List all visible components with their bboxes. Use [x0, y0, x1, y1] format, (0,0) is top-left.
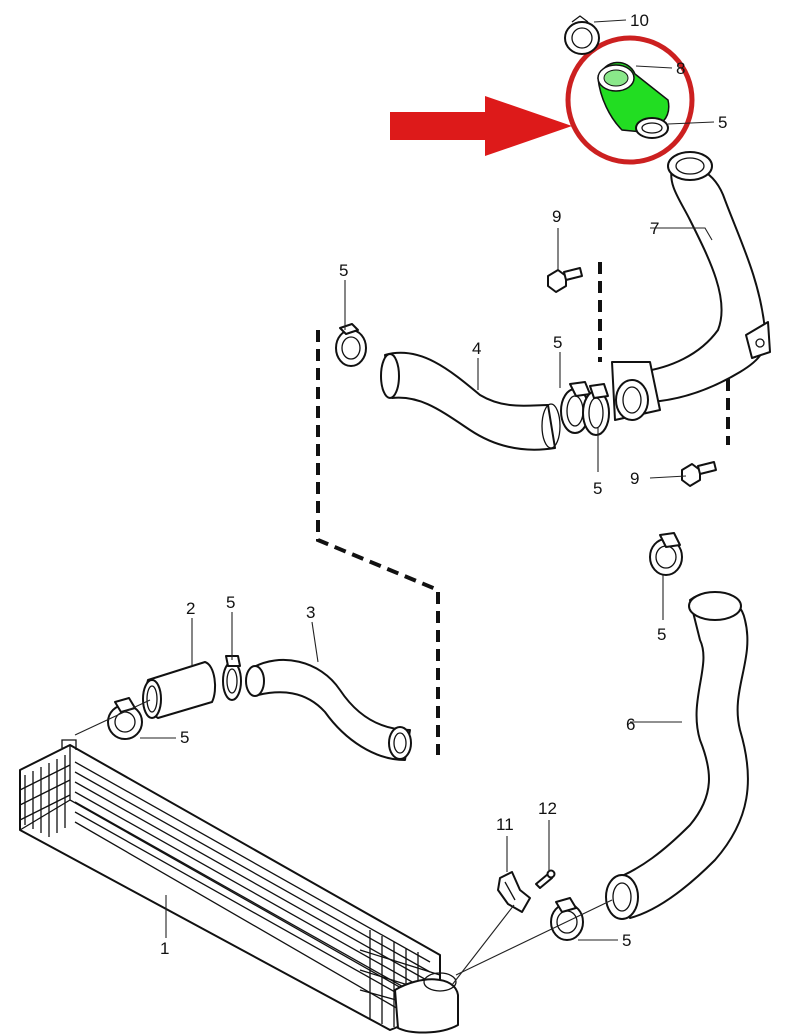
pointer-arrow-icon	[390, 96, 572, 156]
clamp-between-2-3	[222, 655, 242, 701]
label-part-5-between-2-3: 5	[226, 593, 235, 612]
screw-part-12	[535, 869, 556, 889]
part-labels: 10 8 5 9 7 5 4 5 5 9 5 6 2 5 3 5 1 11 12…	[160, 11, 727, 958]
clamp-upper-left	[335, 323, 367, 367]
label-part-5-upper-left: 5	[339, 261, 348, 280]
hose-part-6	[605, 591, 749, 920]
clamp-lower-right	[550, 897, 584, 941]
label-part-5-middle-bottom: 5	[593, 479, 602, 498]
assembly-guide-lines	[316, 262, 730, 755]
label-part-5-part-6-top: 5	[657, 625, 666, 644]
hose-part-2	[142, 661, 217, 719]
clamp-part-6-top	[649, 532, 683, 576]
intercooler-fins	[74, 761, 431, 1011]
label-part-5-lower-left: 5	[180, 728, 189, 747]
label-part-7: 7	[650, 219, 659, 238]
label-part-1: 1	[160, 939, 169, 958]
label-part-6: 6	[626, 715, 635, 734]
label-part-8: 8	[676, 59, 685, 78]
intercooler-part-1	[19, 739, 459, 1034]
clamp-near-part-8	[635, 117, 669, 139]
label-part-11: 11	[496, 815, 514, 834]
bolt-lower-part-9	[681, 461, 717, 487]
label-part-5-middle-top: 5	[553, 333, 562, 352]
pipe-part-3	[245, 658, 412, 761]
highlight-circle	[565, 35, 695, 165]
flange	[611, 361, 661, 421]
label-part-10: 10	[630, 11, 649, 30]
label-part-3: 3	[306, 603, 315, 622]
pipe-part-7	[611, 151, 771, 421]
label-part-5-near-8: 5	[718, 113, 727, 132]
label-part-12: 12	[538, 799, 557, 818]
ring-part-10	[564, 15, 600, 55]
label-part-9-lower: 9	[630, 469, 639, 488]
label-part-5-lower-right: 5	[622, 931, 631, 950]
label-part-2: 2	[186, 599, 195, 618]
label-part-9-upper: 9	[552, 207, 561, 226]
intercooler-left-tank	[19, 755, 71, 837]
hose-part-4	[380, 351, 561, 451]
sensor-part-11	[497, 871, 531, 913]
bolt-upper-part-9	[547, 267, 583, 293]
clamps-part-5	[107, 117, 683, 941]
label-part-4: 4	[472, 339, 481, 358]
intercooler-outlet-elbow	[394, 972, 459, 1034]
clamp-lower-left	[107, 697, 143, 740]
leader-lines	[74, 19, 715, 986]
clamp-middle-2	[582, 383, 610, 436]
